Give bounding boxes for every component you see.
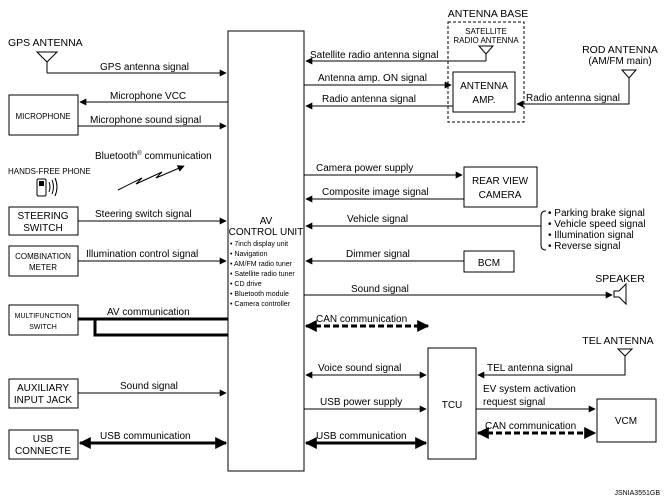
tel-antenna-icon-and-line [478, 348, 634, 375]
microphone-box [8, 94, 79, 136]
antenna-amp-label-line2: AMP. [472, 95, 495, 106]
figure-id: JSNIA3551GB [614, 490, 660, 497]
multifunction-switch-box [8, 304, 79, 336]
vehicle-signal-list: • Parking brake signal • Vehicle speed s… [548, 208, 645, 252]
av-control-unit-box [227, 30, 305, 472]
bluetooth-suffix: communication [142, 151, 212, 162]
av-communication-line-bottom [93, 319, 228, 337]
gps-antenna-signal-label: GPS antenna signal [100, 62, 189, 73]
av-unit-feature: • Satellite radio tuner [230, 271, 295, 278]
multifunction-switch-label-line2: SWITCH [29, 324, 57, 331]
antenna-amp-on-label: Antenna amp. ON signal [318, 73, 427, 84]
speaker-label: SPEAKER [595, 273, 645, 285]
usb-connector-label-line1: USB [33, 434, 54, 445]
vehicle-signal-item: • Illumination signal [548, 230, 634, 241]
antenna-base-dashed-box [447, 21, 525, 123]
combination-meter-label-line1: COMBINATION [15, 252, 71, 261]
av-communication-label: AV communication [107, 307, 190, 318]
speaker-sound-label: Sound signal [351, 284, 409, 295]
combination-meter-label-line2: METER [29, 263, 57, 272]
voice-sound-label: Voice sound signal [318, 363, 401, 374]
steering-switch-signal-label: Steering switch signal [95, 209, 192, 220]
antenna-amp-label-line1: ANTENNA [460, 81, 508, 92]
can-communication-tcu-label: CAN communication [485, 421, 576, 432]
can-communication-av-label: CAN communication [316, 314, 407, 325]
rod-antenna-label-line1: ROD ANTENNA [582, 44, 658, 56]
satellite-radio-antenna-label-line2: RADIO ANTENNA [453, 36, 519, 45]
tel-antenna-signal-label: TEL antenna signal [487, 363, 573, 374]
av-unit-feature: • AM/FM radio tuner [230, 261, 293, 268]
vehicle-signal-item: • Vehicle speed signal [548, 219, 645, 230]
usb-connector-label-line2: CONNECTE [15, 446, 71, 457]
dimmer-signal-label: Dimmer signal [346, 249, 410, 260]
gps-antenna-icon [35, 51, 59, 73]
bcm-label: BCM [478, 258, 500, 269]
av-unit-title-line2: CONTROL UNIT [229, 227, 304, 238]
auxiliary-label-line1: AUXILIARY [17, 383, 69, 394]
rear-view-camera-label-line1: REAR VIEW [472, 176, 529, 187]
vehicle-signal-item: • Parking brake signal [548, 208, 645, 219]
vehicle-signal-label: Vehicle signal [347, 214, 408, 225]
vcm-label: VCM [615, 416, 637, 427]
av-unit-feature: • Bluetooth module [230, 291, 289, 298]
tel-antenna-label: TEL ANTENNA [582, 335, 653, 347]
phone-icon [36, 177, 58, 197]
steering-switch-label-line1: STEERING [17, 211, 68, 222]
rear-view-camera-label-line2: CAMERA [479, 190, 522, 201]
usb-communication-right-label: USB communication [316, 431, 407, 442]
vehicle-signal-bracket [540, 210, 547, 251]
av-unit-title-line1: AV [260, 216, 273, 227]
tcu-box [427, 347, 477, 460]
bluetooth-communication-label: Bluetooth® communication [95, 150, 212, 162]
illumination-control-label: Illumination control signal [86, 249, 198, 260]
vcm-box [596, 398, 657, 443]
steering-switch-box [8, 206, 79, 236]
antenna-base-label: ANTENNA BASE [448, 8, 529, 20]
ev-activation-label-line1: EV system activation [483, 384, 576, 395]
tcu-label: TCU [442, 400, 463, 411]
usb-power-label: USB power supply [320, 397, 402, 408]
bluetooth-word: Bluetooth [95, 151, 137, 162]
ev-activation-label-line2: request signal [483, 397, 545, 408]
rod-antenna-icon-and-line [517, 69, 638, 104]
composite-image-label: Composite image signal [322, 187, 429, 198]
av-unit-feature: • 7inch display unit [230, 241, 288, 248]
satellite-radio-antenna-label-line1: SATELLITE [465, 27, 507, 36]
registered-mark: ® [137, 150, 142, 157]
av-unit-feature-list: • 7inch display unit • Navigation • AM/F… [230, 241, 295, 308]
microphone-vcc-label: Microphone VCC [110, 91, 186, 102]
satellite-radio-antenna-signal-label: Satellite radio antenna signal [310, 50, 438, 61]
microphone-label: MICROPHONE [15, 112, 70, 121]
camera-power-label: Camera power supply [316, 163, 413, 174]
hands-free-phone-label: HANDS-FREE PHONE [8, 167, 91, 176]
satellite-antenna-icon [477, 45, 495, 61]
microphone-sound-label: Microphone sound signal [90, 115, 201, 126]
rear-view-camera-box [463, 166, 538, 208]
gps-antenna: GPS ANTENNA [8, 37, 83, 73]
aux-sound-signal-label: Sound signal [120, 381, 178, 392]
av-unit-feature: • CD drive [230, 281, 262, 288]
usb-connector-box [8, 429, 79, 460]
multifunction-switch-label-line1: MULTIFUNCTION [15, 313, 72, 320]
av-unit-feature: • Navigation [230, 251, 268, 258]
usb-communication-left-label: USB communication [100, 431, 191, 442]
antenna-amp-box [452, 71, 516, 113]
steering-switch-label-line2: SWITCH [23, 223, 62, 234]
bluetooth-lightning-icon [117, 165, 185, 191]
gps-antenna-label: GPS ANTENNA [8, 37, 83, 49]
vehicle-signal-item: • Reverse signal [548, 241, 620, 252]
speaker-icon [613, 282, 627, 306]
auxiliary-input-jack-box [8, 378, 79, 409]
rod-antenna-label-line2: (AM/FM main) [588, 56, 651, 67]
radio-antenna-left-label: Radio antenna signal [322, 94, 416, 105]
radio-antenna-right-label: Radio antenna signal [526, 93, 620, 104]
av-unit-feature: • Camera controller [230, 301, 291, 308]
auxiliary-label-line2: INPUT JACK [14, 395, 72, 406]
